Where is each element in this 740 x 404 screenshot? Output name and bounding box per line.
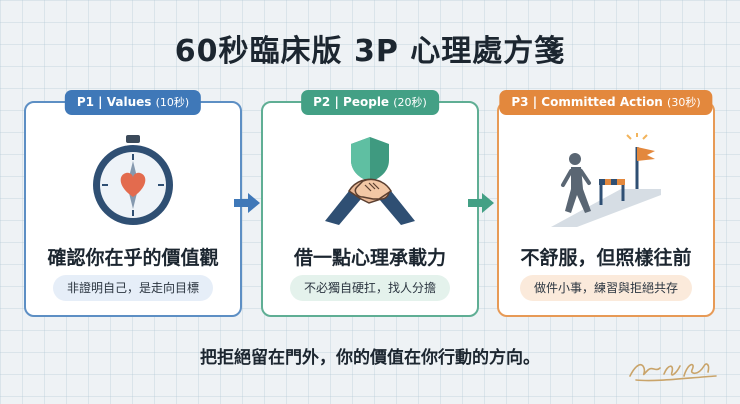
tab-code: P3 <box>511 95 529 109</box>
tab-code: P1 <box>76 95 94 109</box>
card-tab-committed-action: P3 | Committed Action (30秒) <box>499 90 713 115</box>
signature-logo <box>629 363 717 382</box>
tab-duration: (20秒) <box>393 96 427 109</box>
arrow-right-icon <box>468 193 494 213</box>
card-heading: 借一點心理承載力 <box>293 247 446 269</box>
handshake-shield-icon <box>325 137 415 225</box>
card-subtitle-pill: 做件小事，練習與拒絕共存 <box>519 275 693 301</box>
card-subtitle-pill: 不必獨自硬扛，找人分擔 <box>289 275 451 301</box>
compass-heart-icon <box>93 135 173 225</box>
tab-duration: (10秒) <box>155 96 190 109</box>
page-title: 60秒臨床版 3P 心理處方箋 <box>174 34 566 69</box>
arrow-right-icon <box>234 193 260 213</box>
tab-separator: | <box>532 95 542 109</box>
card-values: P1 | Values (10秒) 確認你在乎的價值觀 非證明自己，是走向目標 <box>24 90 242 317</box>
tab-label: Values <box>106 95 152 109</box>
walker-hurdle-flag-icon <box>551 133 661 227</box>
tab-label: People <box>343 95 390 109</box>
card-subtitle-pill: 非證明自己，是走向目標 <box>52 275 214 301</box>
tab-code: P2 <box>313 95 331 109</box>
card-heading: 不舒服，但照樣往前 <box>520 247 692 269</box>
tab-separator: | <box>98 95 107 109</box>
card-committed-action: P3 | Committed Action (30秒) 不舒服，但照樣往前 做件… <box>497 90 715 317</box>
bottom-tagline: 把拒絕留在門外，你的價值在你行動的方向。 <box>200 348 540 368</box>
card-tab-people: P2 | People (20秒) <box>301 90 439 115</box>
tab-label: Committed Action <box>541 95 663 109</box>
tab-duration: (30秒) <box>667 96 701 109</box>
tab-separator: | <box>334 95 344 109</box>
card-people: P2 | People (20秒) 借一點心理承載力 不必獨自硬扛，找人分擔 <box>261 90 479 317</box>
card-tab-values: P1 | Values (10秒) <box>64 90 202 115</box>
card-heading: 確認你在乎的價值觀 <box>47 247 219 269</box>
